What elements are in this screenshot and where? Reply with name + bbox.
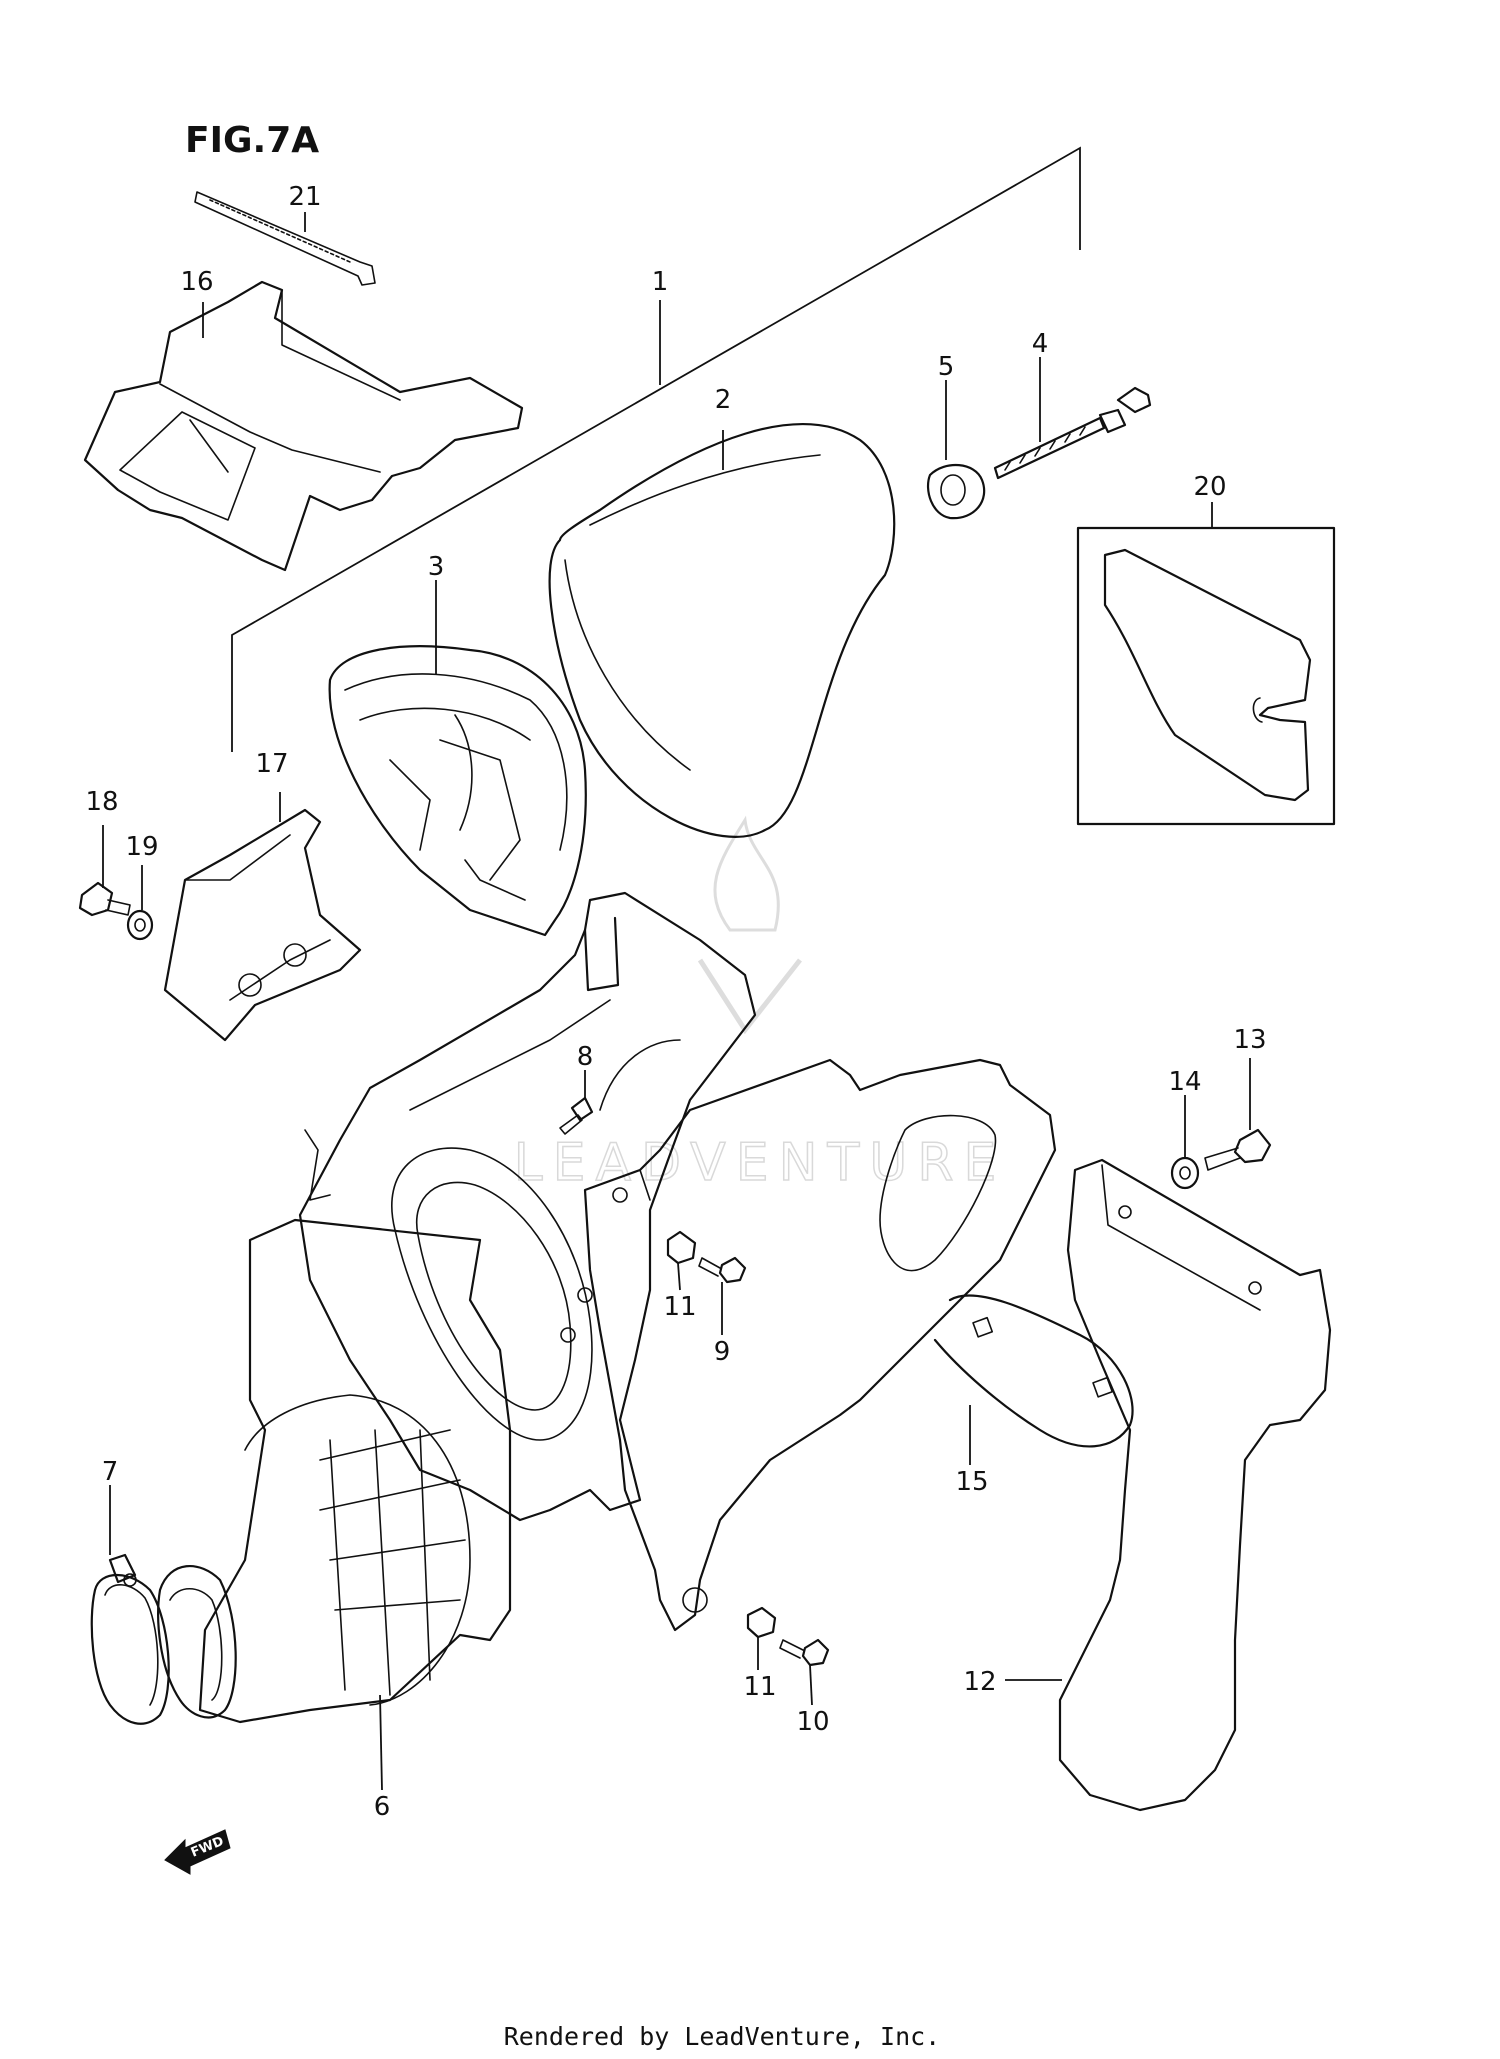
figure-title: FIG.7A [185,120,319,161]
callout-9: 9 [714,1337,731,1367]
clamp-7 [90,1553,170,1725]
bolt-18 [78,881,131,917]
callout-16: 16 [180,267,213,297]
callouts: 1 2 3 4 5 6 7 8 9 10 11 11 12 13 14 15 1… [85,182,1266,1822]
assembly-bracket-1 [231,146,1081,752]
protector-16 [83,280,524,572]
watermark-text: LEADVENTURE [514,1133,1007,1193]
callout-8: 8 [577,1042,594,1072]
collar-11-lower [746,1606,777,1639]
collar-11-upper [666,1230,697,1265]
side-cover-12 [1058,1158,1332,1812]
callout-3: 3 [428,552,445,582]
callout-2: 2 [715,385,732,415]
bolt-9 [698,1256,747,1284]
callout-19: 19 [125,832,158,862]
washer-19 [126,909,154,941]
callout-11-lower: 11 [743,1672,776,1702]
callout-17: 17 [255,749,288,779]
filter-cage-3 [328,645,587,937]
leadventure-watermark: LEADVENTURE [513,815,1007,1194]
screw-8 [559,1096,594,1135]
callout-18: 18 [85,787,118,817]
callout-4: 4 [1032,329,1049,359]
callout-6: 6 [374,1792,391,1822]
callout-10: 10 [796,1707,829,1737]
wing-bolt-4 [993,386,1152,480]
callout-13: 13 [1233,1025,1266,1055]
callout-7: 7 [102,1457,119,1487]
seal-plate-20 [1076,526,1336,826]
callout-1: 1 [652,267,669,297]
washer-5 [926,463,986,520]
air-filter-element-2 [548,423,896,838]
washer-14 [1170,1156,1200,1190]
callout-12: 12 [963,1667,996,1697]
callout-21: 21 [288,182,321,212]
fwd-arrow: FWD [164,1829,231,1875]
callout-11-upper: 11 [663,1292,696,1322]
band-21 [194,191,376,286]
bolt-10 [779,1638,830,1667]
bolt-13 [1204,1128,1272,1171]
air-box-case [298,891,757,1522]
callout-15: 15 [955,1467,988,1497]
footer-credit: Rendered by LeadVenture, Inc. [504,2022,941,2051]
callout-14: 14 [1168,1067,1201,1097]
callout-5: 5 [938,352,955,382]
cover-17 [163,808,362,1042]
callout-20: 20 [1193,472,1226,502]
outlet-tube-6 [157,1218,512,1724]
leader-lines [102,212,1251,1791]
